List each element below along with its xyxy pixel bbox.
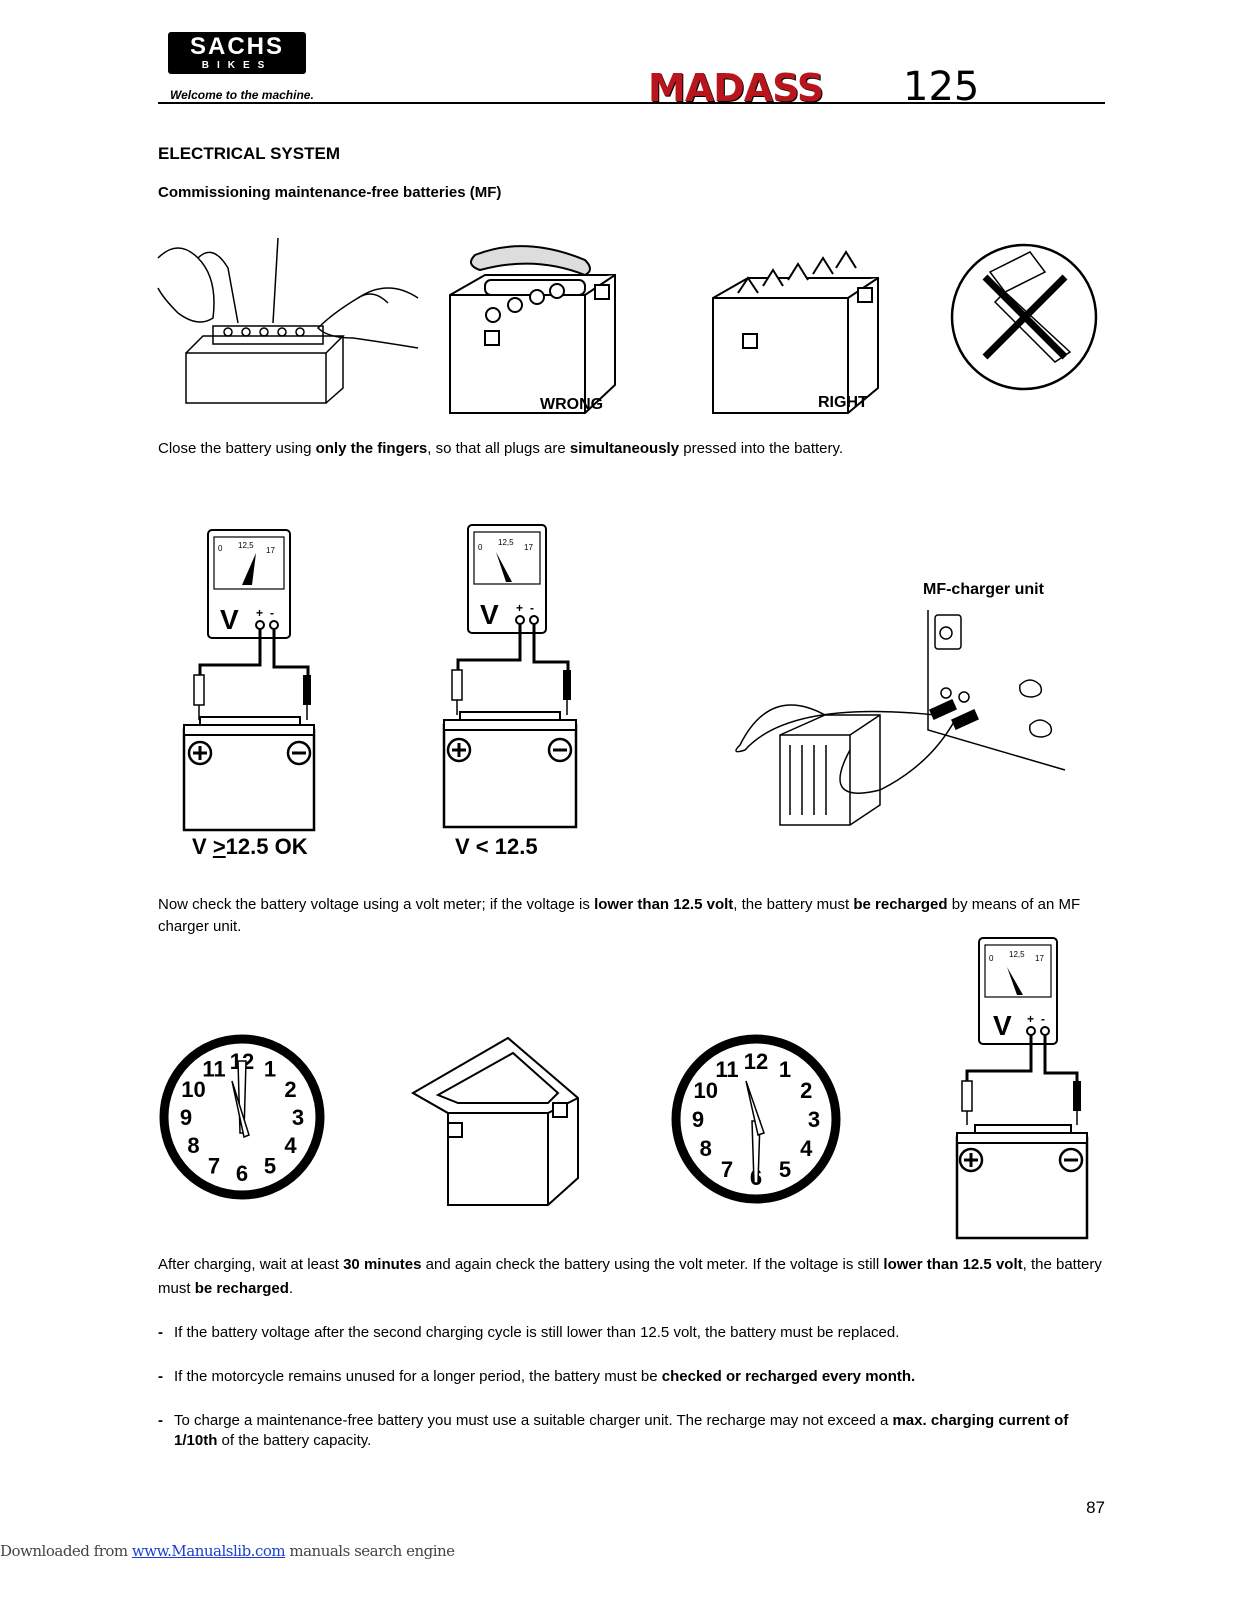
subsection-title: Commissioning maintenance-free batteries… bbox=[158, 184, 501, 201]
text: If the battery voltage after the second … bbox=[174, 1324, 899, 1341]
voltmeter-battery-ok-illustration: 0 12,5 17 V + - bbox=[180, 525, 320, 835]
clock-numeral: 8 bbox=[700, 1136, 712, 1161]
clock-numeral: 8 bbox=[187, 1133, 199, 1158]
meter-minus: - bbox=[270, 606, 274, 620]
text: and again check the battery using the vo… bbox=[421, 1256, 883, 1273]
clock-numeral: 10 bbox=[694, 1078, 718, 1103]
meter-minus: - bbox=[1041, 1012, 1045, 1026]
clock-numeral: 6 bbox=[236, 1161, 248, 1186]
logo-main-text: SACHS bbox=[168, 33, 306, 61]
emphasis: be recharged bbox=[195, 1280, 289, 1297]
right-label: RIGHT bbox=[818, 394, 868, 411]
paragraph-after-charging: After charging, wait at least 30 minutes… bbox=[158, 1253, 1106, 1301]
clock-numeral: 11 bbox=[715, 1057, 738, 1082]
footer-prefix: Downloaded from bbox=[0, 1542, 132, 1560]
meter-scale-min: 0 bbox=[218, 544, 223, 553]
text: To charge a maintenance-free battery you… bbox=[174, 1412, 892, 1429]
footer: Downloaded from www.Manualslib.com manua… bbox=[0, 1542, 455, 1560]
clock-icon-twelve: 121234567891011 bbox=[158, 1033, 326, 1201]
clock-icon-twelve-thirty: 121234567891011 bbox=[670, 1033, 842, 1205]
meter-scale-min: 0 bbox=[478, 543, 483, 552]
clock-numeral: 4 bbox=[284, 1133, 297, 1158]
footer-suffix: manuals search engine bbox=[285, 1542, 454, 1560]
voltage-ok-label: V >12.5 OK bbox=[192, 834, 308, 860]
page-number: 87 bbox=[1086, 1498, 1105, 1518]
bullet-dash: - bbox=[158, 1367, 163, 1387]
voltmeter-battery-recheck-illustration: 0 12,5 17 V + - bbox=[955, 935, 1095, 1245]
clock-numeral: 7 bbox=[208, 1154, 220, 1179]
paragraph-check-voltage: Now check the battery voltage using a vo… bbox=[158, 894, 1106, 938]
clock-numeral: 2 bbox=[284, 1077, 296, 1102]
emphasis: be recharged bbox=[853, 896, 947, 913]
meter-scale-mid: 12,5 bbox=[498, 538, 514, 547]
emphasis: simultaneously bbox=[570, 440, 679, 457]
clock-numeral: 1 bbox=[779, 1057, 791, 1082]
emphasis: lower than 12.5 volt bbox=[594, 896, 733, 913]
hands-pressing-battery-illustration bbox=[158, 228, 418, 403]
emphasis: lower than 12.5 volt bbox=[883, 1256, 1022, 1273]
clock-numeral: 3 bbox=[292, 1105, 304, 1130]
emphasis: checked or recharged every month. bbox=[662, 1368, 915, 1385]
meter-scale-min: 0 bbox=[989, 954, 994, 963]
meter-plus: + bbox=[516, 601, 523, 615]
tagline: Welcome to the machine. bbox=[170, 88, 314, 102]
list-item-monthly-check: -If the motorcycle remains unused for a … bbox=[158, 1367, 1106, 1387]
battery-wrong-method-illustration: WRONG bbox=[445, 235, 620, 415]
clock-numeral: 3 bbox=[808, 1107, 820, 1132]
clock-numeral: 2 bbox=[800, 1078, 812, 1103]
clock-numeral: 1 bbox=[264, 1057, 276, 1082]
text: , the battery must bbox=[733, 896, 853, 913]
text: After charging, wait at least bbox=[158, 1256, 343, 1273]
battery-right-method-illustration: RIGHT bbox=[708, 238, 883, 416]
voltage-low-label: V < 12.5 bbox=[455, 834, 538, 860]
meter-scale-mid: 12,5 bbox=[238, 541, 254, 550]
meter-unit: V bbox=[480, 599, 499, 630]
clock-numeral: 5 bbox=[264, 1154, 276, 1179]
list-item-charging-current: -To charge a maintenance-free battery yo… bbox=[158, 1411, 1106, 1451]
manualslib-link[interactable]: www.Manualslib.com bbox=[132, 1542, 285, 1560]
charger-unit-label: MF-charger unit bbox=[923, 581, 1044, 599]
emphasis: only the fingers bbox=[316, 440, 428, 457]
meter-scale-max: 17 bbox=[266, 546, 275, 555]
crossed-out-tool-icon bbox=[950, 242, 1100, 392]
mf-charger-connected-illustration bbox=[730, 605, 1065, 830]
meter-unit: V bbox=[220, 604, 239, 635]
battery-charging-illustration bbox=[408, 1033, 583, 1208]
bullet-dash: - bbox=[158, 1411, 163, 1431]
clock-numeral: 12 bbox=[744, 1049, 768, 1074]
text: Now check the battery voltage using a vo… bbox=[158, 896, 594, 913]
clock-numeral: 11 bbox=[202, 1057, 225, 1082]
meter-scale-max: 17 bbox=[1035, 954, 1044, 963]
clock-numeral: 5 bbox=[779, 1157, 791, 1182]
text: of the battery capacity. bbox=[217, 1432, 371, 1449]
bullet-dash: - bbox=[158, 1323, 163, 1343]
meter-plus: + bbox=[256, 606, 263, 620]
text: If the motorcycle remains unused for a l… bbox=[174, 1368, 662, 1385]
text: . bbox=[289, 1280, 293, 1297]
clock-numeral: 9 bbox=[180, 1105, 192, 1130]
meter-scale-max: 17 bbox=[524, 543, 533, 552]
clock-numeral: 9 bbox=[692, 1107, 704, 1132]
paragraph-close-battery: Close the battery using only the fingers… bbox=[158, 438, 1106, 460]
clock-numeral: 7 bbox=[721, 1157, 733, 1182]
meter-minus: - bbox=[530, 601, 534, 615]
list-item-replace-battery: -If the battery voltage after the second… bbox=[158, 1323, 1106, 1343]
logo-sub-text: BIKES bbox=[168, 60, 306, 71]
text: , so that all plugs are bbox=[427, 440, 570, 457]
wrong-label: WRONG bbox=[540, 396, 603, 413]
clock-numeral: 4 bbox=[800, 1136, 813, 1161]
header-divider bbox=[158, 102, 1105, 104]
section-title: ELECTRICAL SYSTEM bbox=[158, 144, 340, 164]
voltmeter-battery-low-illustration: 0 12,5 17 V + - bbox=[440, 520, 580, 830]
meter-scale-mid: 12,5 bbox=[1009, 950, 1025, 959]
meter-unit: V bbox=[993, 1010, 1012, 1041]
emphasis: 30 minutes bbox=[343, 1256, 421, 1273]
meter-plus: + bbox=[1027, 1012, 1034, 1026]
text: Close the battery using bbox=[158, 440, 316, 457]
text: pressed into the battery. bbox=[679, 440, 843, 457]
